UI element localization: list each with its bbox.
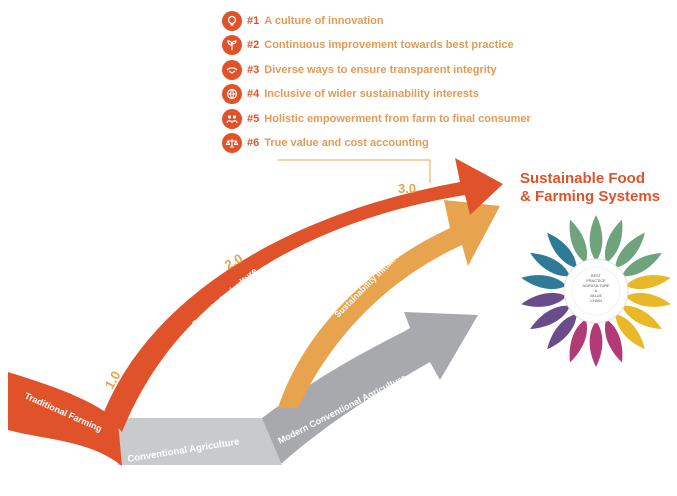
flower-petal	[605, 319, 623, 363]
principle-6: #6 True value and cost accounting	[222, 132, 429, 154]
flower-petal	[521, 292, 567, 307]
flower-petal	[589, 215, 603, 261]
people-icon	[222, 109, 242, 129]
principle-4: #4 Inclusive of wider sustainability int…	[222, 83, 479, 105]
traditional-farming-band	[8, 372, 122, 466]
center-line-6: CHAIN	[590, 299, 602, 303]
scales-icon	[222, 133, 242, 153]
principle-text: True value and cost accounting	[264, 137, 429, 149]
principle-text: Holistic empowerment from farm to final …	[264, 113, 531, 125]
center-line-2: PRACTICE	[586, 279, 606, 283]
principle-number: #2	[247, 39, 260, 51]
center-line-1: BEST	[591, 274, 602, 278]
flower-petal	[621, 253, 662, 277]
sustainability-initiatives-arrow	[278, 200, 500, 408]
title-line-2: & Farming Systems	[520, 188, 661, 205]
principle-text: A culture of innovation	[264, 15, 384, 27]
flower-petal	[569, 219, 587, 263]
principle-number: #4	[247, 88, 260, 100]
connector-line	[278, 159, 431, 183]
flower-petal	[547, 232, 577, 269]
principle-number: #3	[247, 64, 260, 76]
principle-2: #2 Continuous improvement towards best p…	[222, 34, 514, 56]
destination-title: Sustainable Food & Farming Systems	[520, 170, 660, 206]
flower-petal	[530, 305, 571, 329]
flower-petal	[625, 275, 671, 290]
flower-petal	[615, 232, 645, 269]
sustainability-flower	[521, 215, 671, 367]
principle-number: #6	[247, 137, 260, 149]
organic-agriculture-arrow	[104, 158, 503, 432]
flower-petal	[589, 321, 603, 367]
principle-1: #1 A culture of innovation	[222, 10, 384, 32]
flower-center	[563, 258, 629, 324]
handshake-icon	[222, 60, 242, 80]
flower-petal	[530, 253, 571, 277]
center-line-4: &	[595, 289, 598, 293]
flower-petal	[569, 319, 587, 363]
flower-petal	[605, 219, 623, 263]
principle-number: #1	[247, 15, 260, 27]
principle-text: Diverse ways to ensure transparent integ…	[264, 64, 497, 76]
flower-petal	[621, 305, 662, 329]
flower-petal	[625, 292, 671, 307]
center-line-5: VALUE	[590, 294, 603, 298]
lightbulb-icon	[222, 11, 242, 31]
title-line-1: Sustainable Food	[520, 170, 646, 187]
conventional-agriculture-band	[118, 418, 282, 465]
principle-text: Continuous improvement towards best prac…	[264, 39, 514, 51]
flower-petal	[615, 313, 645, 350]
version-3: 3.0	[398, 181, 416, 196]
principle-3: #3 Diverse ways to ensure transparent in…	[222, 59, 497, 81]
globe-icon	[222, 84, 242, 104]
principle-number: #5	[247, 113, 260, 125]
center-line-3: AGRICULTURE	[583, 284, 610, 288]
sprout-icon	[222, 35, 242, 55]
principle-5: #5 Holistic empowerment from farm to fin…	[222, 108, 531, 130]
flower-center-ring	[571, 266, 621, 316]
flower-petal	[547, 313, 577, 350]
flower-petal	[521, 275, 567, 290]
principle-text: Inclusive of wider sustainability intere…	[264, 88, 479, 100]
